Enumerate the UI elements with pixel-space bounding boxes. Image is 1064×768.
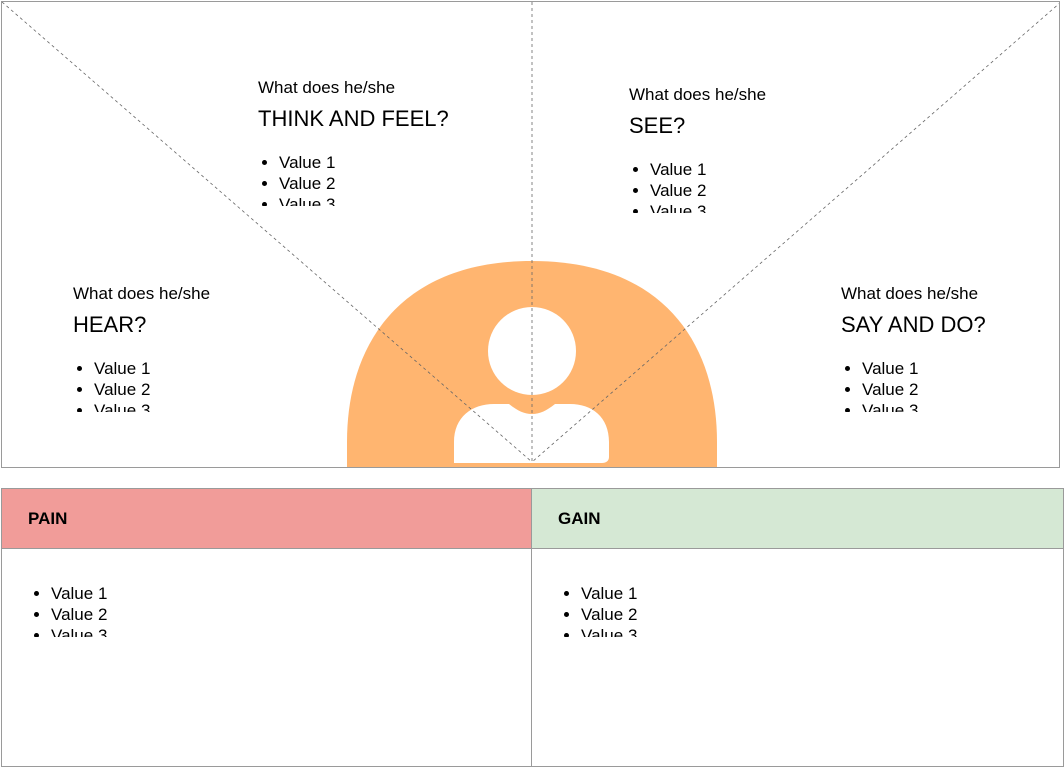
list-item: Value 1 — [51, 583, 531, 604]
gain-panel: GAIN Value 1 Value 2 Value 3 — [531, 488, 1064, 767]
list-item: Value 1 — [862, 358, 986, 379]
pain-panel: PAIN Value 1 Value 2 Value 3 — [1, 488, 532, 767]
list-item: Value 3 — [650, 201, 766, 213]
list-item: Value 3 — [581, 625, 1063, 637]
list-item: Value 1 — [650, 159, 766, 180]
guide-diagonal-right — [531, 3, 1059, 463]
empathy-map-canvas: What does he/she THINK AND FEEL? Value 1… — [1, 1, 1060, 468]
say-do-heading: SAY AND DO? — [841, 312, 986, 337]
hear-section: What does he/she HEAR? Value 1 Value 2 V… — [73, 284, 210, 412]
list-item: Value 1 — [94, 358, 210, 379]
list-item: Value 2 — [650, 180, 766, 201]
list-item: Value 3 — [94, 400, 210, 412]
think-feel-lead: What does he/she — [258, 78, 396, 97]
list-item: Value 2 — [862, 379, 986, 400]
list-item: Value 3 — [51, 625, 531, 637]
gain-list: Value 1 Value 2 Value 3 — [532, 583, 1063, 637]
list-item: Value 2 — [581, 604, 1063, 625]
list-item: Value 2 — [51, 604, 531, 625]
pain-header: PAIN — [2, 489, 531, 549]
think-feel-heading: THINK AND FEEL? — [258, 106, 449, 131]
see-section: What does he/she SEE? Value 1 Value 2 Va… — [629, 85, 766, 213]
say-do-list: Value 1 Value 2 Value 3 — [841, 358, 986, 412]
think-feel-section: What does he/she THINK AND FEEL? Value 1… — [258, 78, 449, 206]
see-lead: What does he/she — [629, 85, 767, 104]
hear-list: Value 1 Value 2 Value 3 — [73, 358, 210, 412]
hear-heading: HEAR? — [73, 312, 147, 337]
list-item: Value 1 — [581, 583, 1063, 604]
list-item: Value 2 — [94, 379, 210, 400]
see-heading: SEE? — [629, 113, 686, 138]
list-item: Value 3 — [279, 194, 449, 206]
empathy-map-graphic — [2, 2, 1059, 467]
list-item: Value 3 — [862, 400, 986, 412]
hear-lead: What does he/she — [73, 284, 211, 303]
say-do-section: What does he/she SAY AND DO? Value 1 Val… — [841, 284, 986, 412]
think-feel-list: Value 1 Value 2 Value 3 — [258, 152, 449, 206]
pain-list: Value 1 Value 2 Value 3 — [2, 583, 531, 637]
pain-label: PAIN — [28, 508, 68, 528]
gain-header: GAIN — [532, 489, 1063, 549]
list-item: Value 2 — [279, 173, 449, 194]
gain-label: GAIN — [558, 508, 601, 528]
guide-diagonal-left — [2, 2, 533, 463]
list-item: Value 1 — [279, 152, 449, 173]
say-do-lead: What does he/she — [841, 284, 979, 303]
see-list: Value 1 Value 2 Value 3 — [629, 159, 766, 213]
